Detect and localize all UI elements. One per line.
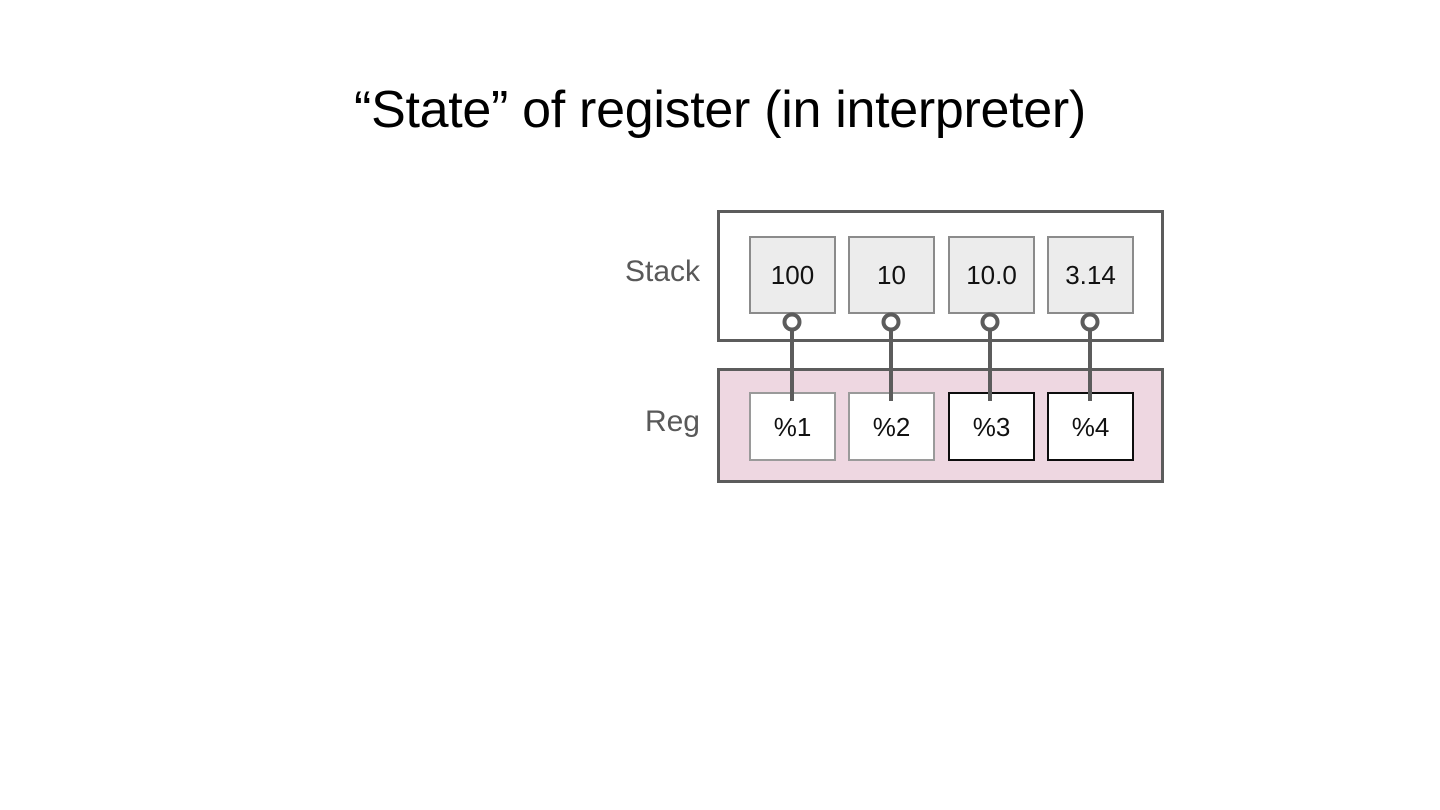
- reg-row-label: Reg: [644, 405, 700, 438]
- reg-cell[interactable]: %1: [749, 392, 836, 461]
- reg-cell[interactable]: %3: [948, 392, 1035, 461]
- page-title: “State” of register (in interpreter): [354, 81, 1086, 139]
- stack-cell[interactable]: 100: [749, 236, 836, 314]
- stack-row-label: Stack: [624, 255, 700, 288]
- reg-cell[interactable]: %2: [848, 392, 935, 461]
- stack-cell[interactable]: 3.14: [1047, 236, 1134, 314]
- stack-cell[interactable]: 10: [848, 236, 935, 314]
- reg-cell[interactable]: %4: [1047, 392, 1134, 461]
- stack-cell[interactable]: 10.0: [948, 236, 1035, 314]
